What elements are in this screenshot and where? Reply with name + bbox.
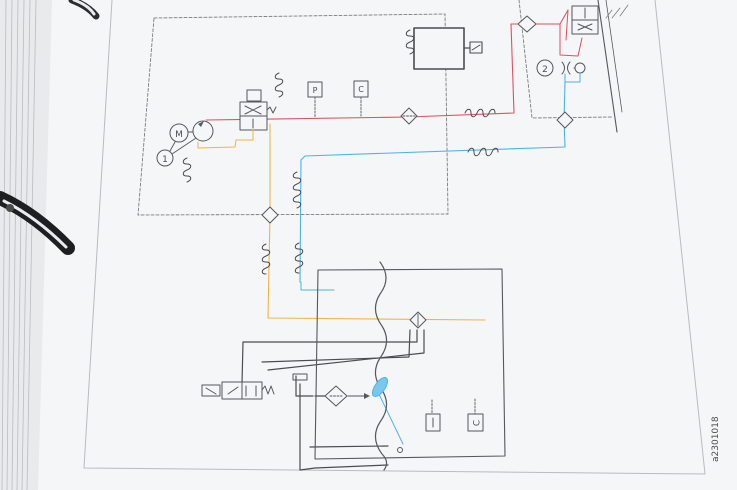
float-icon xyxy=(371,377,389,397)
cylinder-icon xyxy=(413,27,465,70)
drain-filter-icon xyxy=(261,206,279,224)
filter-arrow-head xyxy=(364,393,370,399)
manifold-valve-icon xyxy=(571,5,599,35)
motor-label: M xyxy=(175,130,183,140)
pump-unit-enclosure xyxy=(137,13,449,216)
pump-valve-icon xyxy=(239,89,277,131)
valve-unit-enclosure xyxy=(518,0,613,119)
hydraulic-schematic: C M 1 xyxy=(137,0,629,471)
cylinder-actuator-mark xyxy=(471,44,481,51)
lower-bracket xyxy=(292,373,308,381)
document-code: a2301018 xyxy=(711,416,721,462)
tank-filter-icon xyxy=(324,385,348,407)
level-sensor-bottom xyxy=(467,413,484,432)
pump-arrow xyxy=(198,121,204,127)
float-rod-line xyxy=(377,391,404,445)
pump-icon xyxy=(192,120,214,142)
paper-sheet xyxy=(38,0,737,490)
lower-valve-icon xyxy=(201,381,275,400)
float-pivot xyxy=(397,447,403,453)
manifold-filter-icon xyxy=(517,15,537,33)
pressure-filter-icon xyxy=(400,107,418,125)
level-sensor-bottom-label: C xyxy=(473,420,483,426)
page-edge-lines xyxy=(1,0,37,490)
pressure-branch-2 xyxy=(565,9,569,41)
check-valve-branch xyxy=(564,72,581,83)
callout-1-leader-a xyxy=(169,141,176,152)
drawing-frame xyxy=(83,0,706,475)
return-junction-icon xyxy=(556,111,574,129)
callout-2-label: 2 xyxy=(542,65,548,75)
tank-wavy-divider xyxy=(374,261,388,471)
pressure-branch xyxy=(559,23,583,57)
level-sensor-top-label: C xyxy=(358,85,364,94)
callout-1-label: 1 xyxy=(162,155,168,165)
callout-1-leader-b xyxy=(171,137,197,155)
pressure-sensor xyxy=(307,81,323,98)
callout-2 xyxy=(536,59,554,77)
motor-icon xyxy=(169,123,189,143)
right-border-line-2 xyxy=(605,0,623,113)
binder-ring-top-icon xyxy=(68,0,100,20)
drain-line xyxy=(197,139,237,149)
level-sensor-top xyxy=(353,80,369,98)
tank-outline xyxy=(314,268,506,460)
pressure-sensor-label: P xyxy=(313,86,318,95)
hatching-marks xyxy=(605,4,629,19)
callout-1 xyxy=(156,149,174,167)
hose-icons xyxy=(182,29,499,275)
binder-ring-bottom-icon xyxy=(0,191,75,255)
pump-valve-to-drain xyxy=(235,129,254,141)
right-border-line xyxy=(597,0,618,133)
